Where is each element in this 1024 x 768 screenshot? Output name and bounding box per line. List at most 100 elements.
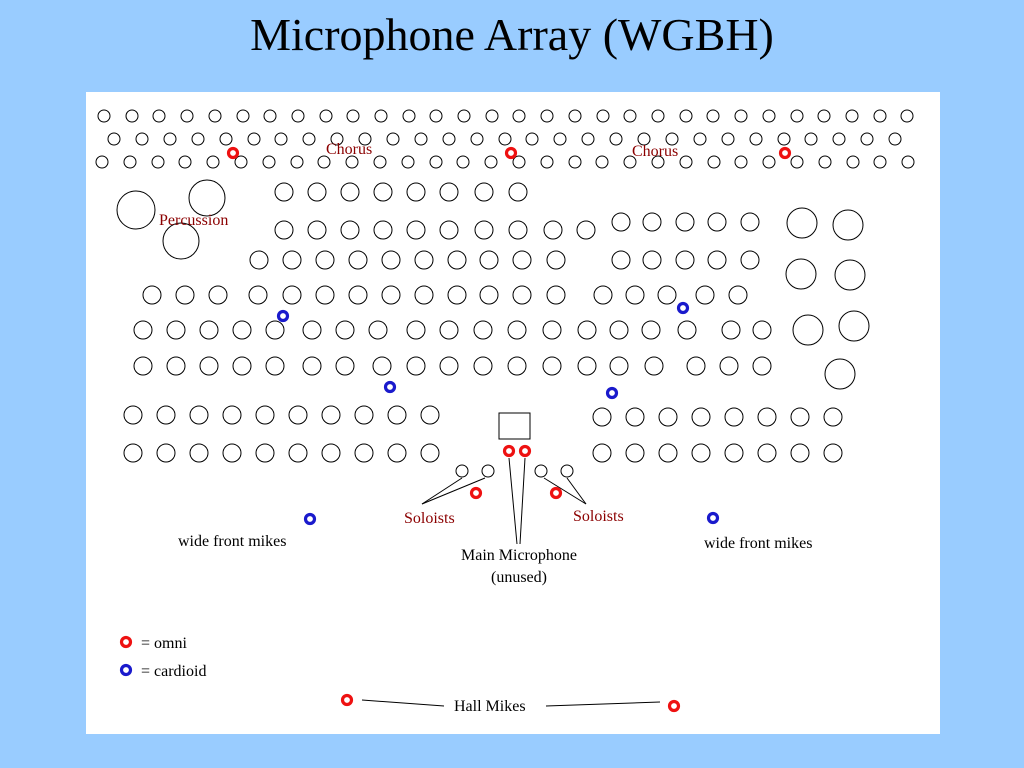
orchestra-seat bbox=[274, 182, 294, 202]
orchestra-seat bbox=[686, 356, 706, 376]
orchestra-seat bbox=[473, 320, 493, 340]
percussion-seat bbox=[188, 179, 226, 217]
chorus-seat bbox=[651, 109, 665, 123]
chorus-seat bbox=[818, 155, 832, 169]
chorus-seat bbox=[498, 132, 512, 146]
chorus-seat bbox=[191, 132, 205, 146]
chorus-seat bbox=[442, 132, 456, 146]
omni-mic-icon bbox=[504, 146, 518, 160]
chorus-seat bbox=[901, 155, 915, 169]
orchestra-seat bbox=[642, 212, 662, 232]
orchestra-seat bbox=[474, 182, 494, 202]
orchestra-seat bbox=[677, 320, 697, 340]
orchestra-seat bbox=[724, 443, 744, 463]
chorus-seat bbox=[219, 132, 233, 146]
chorus-seat bbox=[374, 109, 388, 123]
orchestra-seat bbox=[321, 443, 341, 463]
chorus-seat bbox=[777, 132, 791, 146]
bass-seat bbox=[786, 207, 818, 239]
orchestra-seat bbox=[348, 250, 368, 270]
legend-omni-symbol bbox=[119, 635, 133, 649]
chorus-seat bbox=[429, 109, 443, 123]
orchestra-seat bbox=[625, 443, 645, 463]
orchestra-seat bbox=[752, 320, 772, 340]
soloist-seat bbox=[455, 464, 469, 478]
cardioid-mic-icon bbox=[303, 512, 317, 526]
hall-mikes-label: Hall Mikes bbox=[454, 698, 526, 715]
omni-mic-icon bbox=[778, 146, 792, 160]
legend-cardioid-symbol bbox=[119, 663, 133, 677]
orchestra-seat bbox=[658, 407, 678, 427]
orchestra-seat bbox=[282, 285, 302, 305]
orchestra-seat bbox=[439, 320, 459, 340]
chorus-seat bbox=[734, 109, 748, 123]
main-mic-pointer bbox=[508, 457, 518, 545]
chorus-seat bbox=[236, 109, 250, 123]
soloist-seat bbox=[481, 464, 495, 478]
chorus-seat bbox=[734, 155, 748, 169]
cardioid-mic-icon bbox=[276, 309, 290, 323]
orchestra-seat bbox=[592, 407, 612, 427]
soloist-seat bbox=[534, 464, 548, 478]
orchestra-seat bbox=[439, 182, 459, 202]
chorus-seat bbox=[302, 132, 316, 146]
orchestra-seat bbox=[657, 285, 677, 305]
orchestra-seat bbox=[625, 407, 645, 427]
chorus-seat bbox=[401, 155, 415, 169]
chorus-seat bbox=[206, 155, 220, 169]
chorus-seat bbox=[152, 109, 166, 123]
chorus-seat bbox=[178, 155, 192, 169]
chorus-seat bbox=[456, 155, 470, 169]
soloists-right-pointer bbox=[543, 477, 587, 505]
chorus-seat bbox=[291, 109, 305, 123]
bass-seat bbox=[834, 259, 866, 291]
orchestra-seat bbox=[542, 356, 562, 376]
orchestra-seat bbox=[406, 356, 426, 376]
orchestra-seat bbox=[321, 405, 341, 425]
orchestra-seat bbox=[577, 320, 597, 340]
orchestra-seat bbox=[282, 250, 302, 270]
orchestra-seat bbox=[707, 212, 727, 232]
chorus-seat bbox=[596, 109, 610, 123]
main-mic-pointer bbox=[519, 457, 526, 545]
hall-mikes-line-left bbox=[361, 699, 445, 707]
omni-mic-icon bbox=[340, 693, 354, 707]
orchestra-seat bbox=[658, 443, 678, 463]
orchestra-seat bbox=[348, 285, 368, 305]
chorus-seat bbox=[386, 132, 400, 146]
chorus-seat bbox=[679, 155, 693, 169]
chorus-seat bbox=[247, 132, 261, 146]
chorus-seat bbox=[873, 109, 887, 123]
orchestra-seat bbox=[439, 220, 459, 240]
soloists-label: Soloists bbox=[573, 508, 624, 525]
omni-mic-icon bbox=[518, 444, 532, 458]
legend-omni-label: = omni bbox=[141, 635, 187, 652]
chorus-seat bbox=[707, 155, 721, 169]
orchestra-seat bbox=[823, 443, 843, 463]
connector-lines bbox=[361, 457, 661, 707]
chorus-seat bbox=[402, 109, 416, 123]
omni-mic-icon bbox=[502, 444, 516, 458]
orchestra-seat bbox=[609, 356, 629, 376]
orchestra-seat bbox=[406, 220, 426, 240]
orchestra-seat bbox=[473, 356, 493, 376]
chorus-seat bbox=[790, 155, 804, 169]
omni-mic-icon bbox=[667, 699, 681, 713]
orchestra-seat bbox=[373, 220, 393, 240]
chorus-seat bbox=[95, 155, 109, 169]
cardioid-mic-icon bbox=[676, 301, 690, 315]
wide-front-mikes-label: wide front mikes bbox=[178, 533, 286, 550]
chorus-seat bbox=[790, 109, 804, 123]
orchestra-seat bbox=[642, 250, 662, 270]
orchestra-seat bbox=[691, 407, 711, 427]
orchestra-seat bbox=[593, 285, 613, 305]
orchestra-seat bbox=[354, 443, 374, 463]
orchestra-seat bbox=[507, 356, 527, 376]
main-microphone-box bbox=[498, 412, 531, 440]
chorus-seat bbox=[163, 132, 177, 146]
chorus-seat bbox=[762, 155, 776, 169]
chorus-seat bbox=[679, 109, 693, 123]
orchestra-seat bbox=[625, 285, 645, 305]
orchestra-seat bbox=[420, 443, 440, 463]
orchestra-seat bbox=[611, 250, 631, 270]
